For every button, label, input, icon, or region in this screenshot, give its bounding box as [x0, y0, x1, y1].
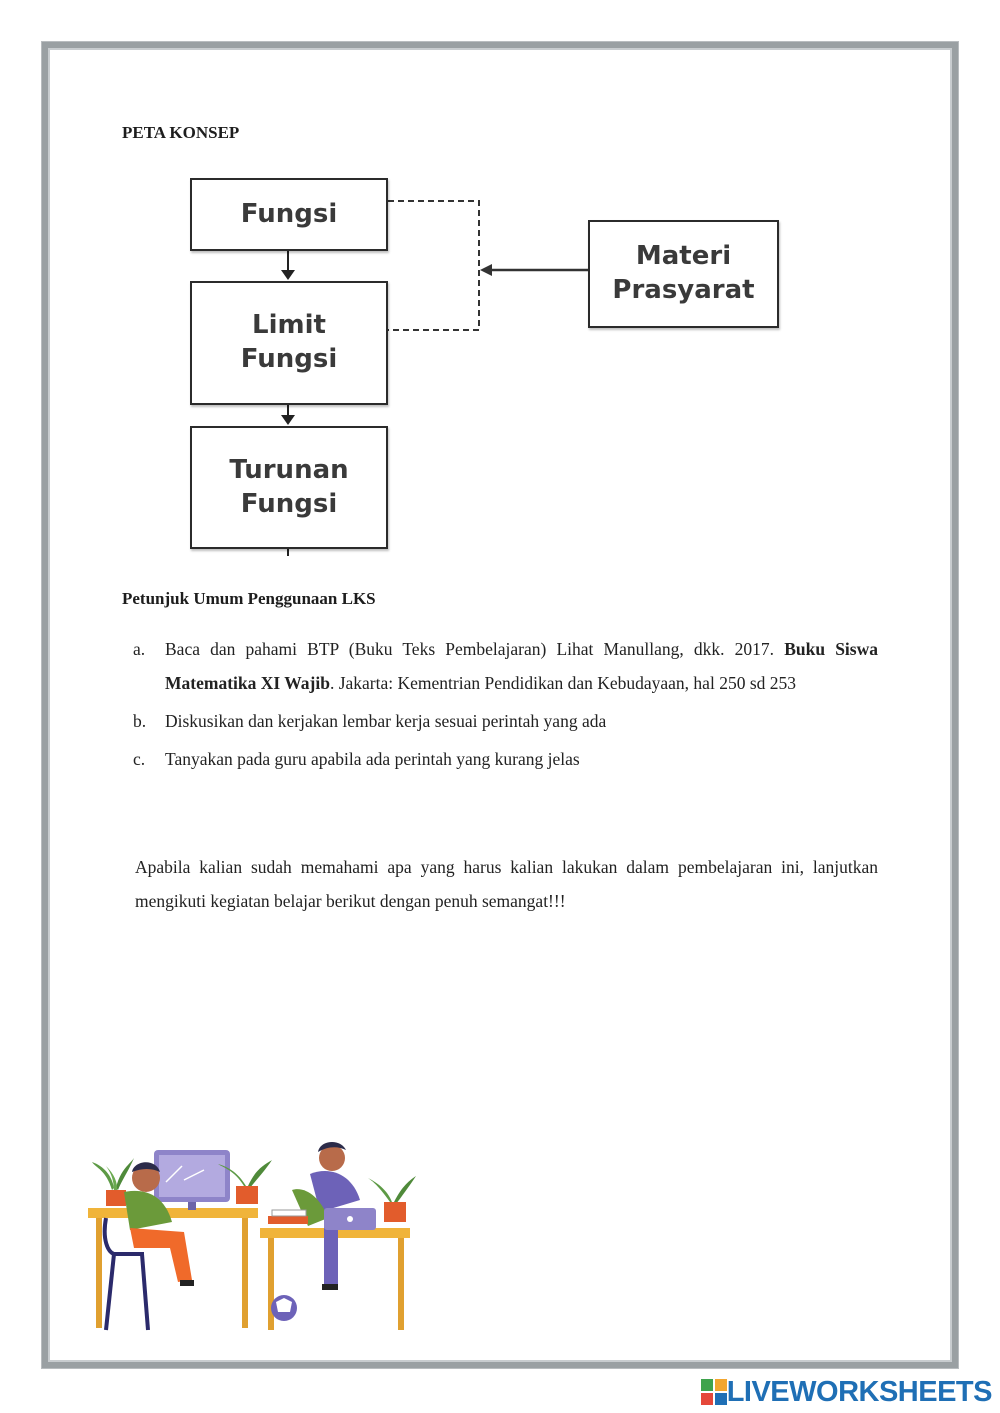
instruction-list: a. Baca dan pahami BTP (Buku Teks Pembel… [133, 632, 878, 780]
list-item: a. Baca dan pahami BTP (Buku Teks Pembel… [133, 632, 878, 700]
box-fungsi: Fungsi [190, 178, 388, 251]
list-marker: b. [133, 711, 147, 731]
arrowhead-turunan [281, 415, 295, 425]
arrowhead-materi [480, 264, 492, 276]
list-text-plain: Baca dan pahami BTP (Buku Teks Pembelaja… [165, 639, 785, 659]
monitor-icon [154, 1150, 230, 1210]
liveworksheets-logo-icon [700, 1379, 727, 1405]
list-text-rest: . Jakarta: Kementrian Pendidikan dan Keb… [329, 673, 797, 693]
plant-right-icon [368, 1176, 416, 1222]
box-limit-fungsi: Limit Fungsi [190, 281, 388, 405]
student-left-icon [124, 1162, 194, 1286]
list-text: Diskusikan dan kerjakan lembar kerja ses… [165, 711, 607, 731]
box-turunan-fungsi: Turunan Fungsi [190, 426, 388, 549]
list-marker: a. [133, 639, 146, 659]
page-title: PETA KONSEP [122, 123, 240, 142]
closing-paragraph: Apabila kalian sudah memahami apa yang h… [135, 857, 878, 911]
liveworksheets-logo: LIVEWORKSHEETS [700, 1375, 993, 1409]
list-text: Baca dan pahami BTP (Buku Teks Pembelaja… [165, 632, 878, 700]
laptop-icon [324, 1208, 376, 1230]
student-right-icon [292, 1141, 360, 1290]
book-title: Buku Siswa Matematika XI Wajib [165, 639, 878, 693]
list-marker: c. [133, 749, 146, 769]
ball-icon [271, 1295, 297, 1321]
desk-left-icon [88, 1208, 258, 1328]
concept-map-connectors [281, 200, 588, 556]
liveworksheets-logo-text: LIVEWORKSHEETS [726, 1375, 993, 1408]
dashed-bracket [388, 200, 480, 331]
list-item: c. Tanyakan pada guru apabila ada perint… [133, 742, 878, 776]
list-text: Tanyakan pada guru apabila ada perintah … [165, 749, 580, 769]
section-heading: Petunjuk Umum Penggunaan LKS [122, 589, 376, 608]
plant-left-icon [92, 1158, 134, 1206]
page-border [42, 42, 958, 1368]
box-materi-prasyarat: Materi Prasyarat [588, 220, 779, 328]
plant-middle-icon [218, 1160, 272, 1204]
books-icon [268, 1209, 308, 1224]
arrowhead-limit [281, 270, 295, 280]
students-illustration [88, 1141, 416, 1331]
chair-icon [102, 1217, 150, 1331]
list-item: b. Diskusikan dan kerjakan lembar kerja … [133, 704, 878, 738]
